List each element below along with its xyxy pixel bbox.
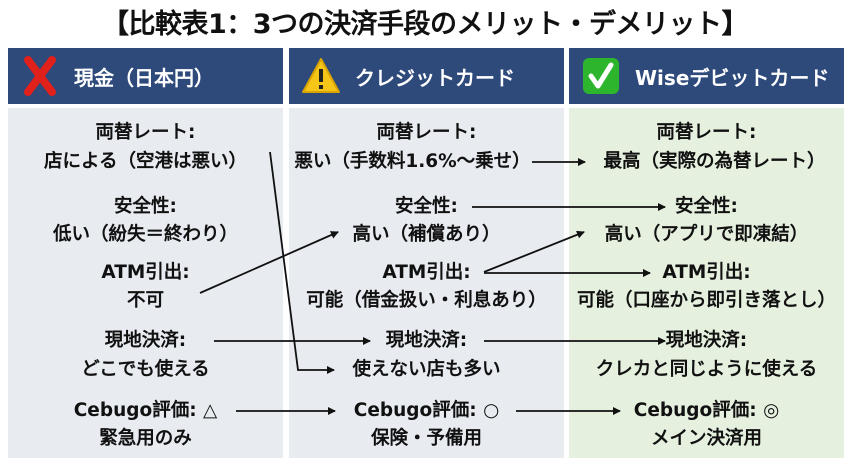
column-credit: 両替レート: 悪い（手数料1.6%〜乗せ） 安全性: 高い（補償あり） ATM引… [289, 108, 564, 458]
column-cash: 両替レート: 店による（空港は悪い） 安全性: 低い（紛失＝終わり） ATM引出… [8, 108, 283, 458]
warning-icon [301, 56, 341, 96]
safety-value: 高い（補償あり） [352, 224, 501, 245]
rate-value: 悪い（手数料1.6%〜乗せ） [294, 151, 531, 172]
rate-label: 両替レート: [95, 122, 196, 143]
payment-value: 使えない店も多い [352, 359, 501, 380]
safety-label: 安全性: [675, 196, 738, 217]
green-check-icon [581, 56, 621, 96]
rate-value: 店による（空港は悪い） [44, 151, 247, 172]
column-wise: 両替レート: 最高（実際の為替レート） 安全性: 高い（アプリで即凍結） ATM… [569, 108, 844, 458]
page-title: 【比較表1：3つの決済手段のメリット・デメリット】 [101, 9, 749, 40]
payment-label: 現地決済: [104, 330, 187, 351]
header-label: Wiseデビットカード [635, 65, 830, 90]
rating-value: 緊急用のみ [99, 428, 192, 449]
atm-value: 可能（借金扱い・利息あり） [306, 290, 547, 311]
payment-value: どこでも使える [81, 359, 210, 380]
rate-label: 両替レート: [656, 122, 757, 143]
rating-value: メイン決済用 [650, 428, 762, 449]
rate-label: 両替レート: [376, 122, 477, 143]
header-credit: クレジットカード [289, 48, 564, 104]
atm-value: 可能（口座から即引き落とし） [576, 290, 836, 311]
rating-label: Cebugo評価: ○ [353, 400, 500, 421]
payment-value: クレカと同じように使える [595, 359, 818, 380]
header-label: 現金（日本円） [74, 65, 214, 90]
rating-label: Cebugo評価: ◎ [633, 400, 780, 421]
payment-label: 現地決済: [385, 330, 468, 351]
atm-value: 不可 [126, 290, 164, 311]
rating-value: 保険・予備用 [370, 428, 482, 449]
safety-label: 安全性: [114, 196, 177, 217]
atm-label: ATM引出: [382, 262, 471, 283]
rating-label: Cebugo評価: △ [73, 400, 218, 421]
safety-label: 安全性: [395, 196, 458, 217]
rate-value: 最高（実際の為替レート） [603, 151, 826, 172]
header-label: クレジットカード [355, 65, 515, 90]
atm-label: ATM引出: [662, 262, 751, 283]
safety-value: 低い（紛失＝終わり） [52, 224, 238, 245]
header-cash: 現金（日本円） [8, 48, 283, 104]
payment-label: 現地決済: [665, 330, 748, 351]
atm-label: ATM引出: [101, 262, 190, 283]
safety-value: 高い（アプリで即凍結） [604, 224, 809, 245]
header-wise: Wiseデビットカード [569, 48, 844, 104]
red-x-icon [20, 56, 60, 96]
